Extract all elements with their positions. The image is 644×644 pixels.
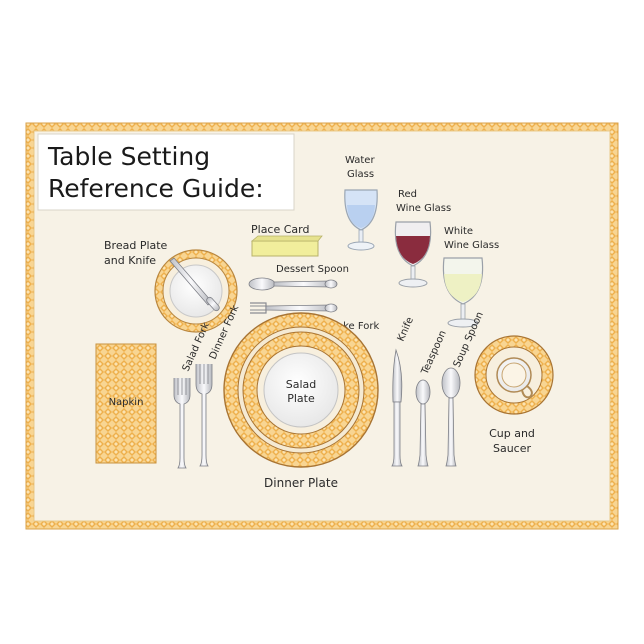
white-wine-label-2: Wine Glass (444, 240, 499, 251)
dinner-fork (195, 364, 213, 467)
place-card-label: Place Card (251, 223, 309, 236)
cake-fork-label: Cake Fork (330, 321, 380, 332)
title-line-1: Table Setting (47, 142, 210, 171)
title-line-2: Reference Guide: (48, 174, 264, 203)
dessert-spoon (248, 277, 338, 291)
cup-saucer-label-2: Saucer (493, 442, 532, 455)
red-wine-label-2: Wine Glass (396, 203, 451, 214)
bread-plate-label-1: Bread Plate (104, 239, 168, 252)
red-wine-glass (394, 221, 432, 288)
red-wine-label-1: Red (398, 189, 417, 200)
salad-fork (173, 378, 191, 469)
white-wine-label-1: White (444, 226, 473, 237)
soup-spoon (441, 367, 461, 467)
napkin-label: Napkin (109, 397, 144, 408)
water-glass-label-2: Glass (347, 169, 374, 180)
salad-plate-label-1: Salad (286, 378, 317, 391)
white-wine-glass (442, 257, 484, 328)
title-box (37, 133, 295, 211)
cup-saucer-label-1: Cup and (489, 427, 535, 440)
place-card (250, 235, 323, 257)
dinner-plate (223, 312, 379, 468)
water-glass (344, 189, 378, 251)
butter-knife (169, 257, 220, 312)
water-glass-label-1: Water (345, 155, 375, 166)
dinner-plate-label: Dinner Plate (264, 476, 338, 490)
dinner-knife (391, 348, 403, 467)
bread-plate-label-2: and Knife (104, 254, 156, 267)
salad-plate-label-2: Plate (287, 392, 315, 405)
cup-and-saucer (474, 335, 554, 415)
napkin (95, 343, 157, 464)
cake-fork (250, 302, 338, 314)
teaspoon (415, 379, 431, 467)
dessert-spoon-label: Dessert Spoon (276, 264, 349, 275)
